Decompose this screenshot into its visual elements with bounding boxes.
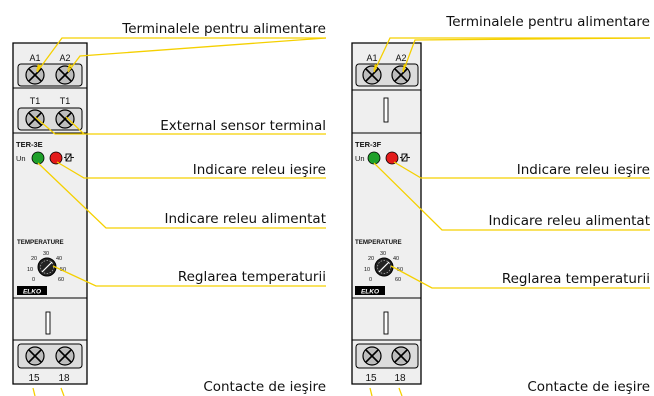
leader-line <box>37 162 326 229</box>
leader-line <box>373 162 650 231</box>
led-red <box>49 151 63 165</box>
device-ter-3f: A1 A2 TER-3F Un TEMPERATURE 0 10 20 30 4… <box>351 42 422 385</box>
brand-logo <box>17 286 47 295</box>
callouts-right: Terminalele pentru alimentare Indicare r… <box>445 14 650 395</box>
terminal-screw-icon <box>55 346 75 366</box>
arrow-icon <box>36 64 42 71</box>
terminal-screw-icon <box>25 65 45 85</box>
leader-line <box>34 116 326 135</box>
brand-logo-text: ELKO <box>361 289 379 296</box>
dial-scale-10: 10 <box>27 267 33 273</box>
callout-power-terminals: Terminalele pentru alimentare <box>121 21 326 37</box>
terminal-screw-icon <box>55 109 75 129</box>
dial-scale-0: 0 <box>369 277 372 283</box>
terminal-screw-icon <box>25 109 45 129</box>
dial-label: TEMPERATURE <box>17 239 64 246</box>
terminal-label-15: 15 <box>28 373 40 384</box>
led-green <box>31 151 45 165</box>
leader-lines <box>32 37 651 396</box>
terminal-screw-icon <box>391 346 411 366</box>
model-label: TER-3E <box>16 140 43 149</box>
callout-output-contacts: Contacte de ieşire <box>203 379 326 395</box>
leader-line <box>402 37 651 73</box>
un-label: Un <box>16 154 26 163</box>
arrow-icon <box>402 64 407 71</box>
terminal-label-18: 18 <box>58 373 70 384</box>
dial-scale-20: 20 <box>31 256 37 262</box>
dial-scale-60: 60 <box>58 277 64 283</box>
dial-scale-20: 20 <box>368 256 374 262</box>
dial-scale-40: 40 <box>393 256 399 262</box>
arrow-icon <box>67 64 72 71</box>
led-green <box>367 151 381 165</box>
device-housing <box>351 42 422 385</box>
brand-logo-text: ELKO <box>23 289 41 296</box>
terminal-screw-icon <box>391 65 411 85</box>
arrowheads <box>36 64 407 71</box>
brand-logo <box>355 286 385 295</box>
device-ter-3e: A1 A2 T1 T1 TER-3E Un TEMPERATURE <box>12 42 88 385</box>
callout-relay-output: Indicare releu ieşire <box>517 162 650 178</box>
dial-scale-50: 50 <box>397 267 403 273</box>
dial-scale-30: 30 <box>43 251 49 257</box>
model-label: TER-3F <box>355 140 382 149</box>
terminal-label-t1: T1 <box>30 96 41 106</box>
relay-coil-icon <box>400 153 410 162</box>
dial-label: TEMPERATURE <box>355 239 402 246</box>
terminal-screw-icon <box>362 65 382 85</box>
callout-relay-powered: Indicare releu alimentat <box>488 213 650 229</box>
leader-line <box>393 161 650 179</box>
terminal-label-a2: A2 <box>395 53 406 63</box>
front-slot <box>45 311 51 335</box>
callout-external-sensor: External sensor terminal <box>160 118 326 134</box>
terminal-label-a1: A1 <box>29 53 40 63</box>
callout-relay-powered: Indicare releu alimentat <box>164 211 326 227</box>
leader-line <box>52 265 326 287</box>
relay-coil-icon <box>64 153 74 162</box>
callout-temperature: Reglarea temperaturii <box>178 269 326 285</box>
leader-line <box>67 37 327 73</box>
leader-line <box>56 161 326 179</box>
callout-temperature: Reglarea temperaturii <box>502 271 650 287</box>
terminal-label-15: 15 <box>365 373 377 384</box>
terminal-label-a1: A1 <box>366 53 377 63</box>
leader-line <box>36 37 326 73</box>
dial-scale-10: 10 <box>364 267 370 273</box>
leader-line <box>390 265 650 289</box>
dial-scale-0: 0 <box>32 277 35 283</box>
leader-line <box>373 37 650 73</box>
un-label: Un <box>355 154 365 163</box>
terminal-screw-icon <box>362 346 382 366</box>
led-red <box>385 151 399 165</box>
front-slot <box>383 311 389 335</box>
callouts-left: Terminalele pentru alimentare External s… <box>121 21 326 395</box>
terminal-label-18: 18 <box>394 373 406 384</box>
dial-scale-60: 60 <box>395 277 401 283</box>
callout-power-terminals: Terminalele pentru alimentare <box>445 14 650 30</box>
dial-scale-40: 40 <box>56 256 62 262</box>
front-slot <box>383 97 389 123</box>
terminal-screw-icon <box>55 65 75 85</box>
terminal-label-t1: T1 <box>60 96 71 106</box>
arrow-icon <box>373 64 378 71</box>
callout-output-contacts: Contacte de ieşire <box>527 379 650 395</box>
callout-relay-output: Indicare releu ieşire <box>193 162 326 178</box>
leader-line <box>65 116 85 135</box>
dial-scale-30: 30 <box>380 251 386 257</box>
terminal-label-a2: A2 <box>59 53 70 63</box>
terminal-screw-icon <box>25 346 45 366</box>
